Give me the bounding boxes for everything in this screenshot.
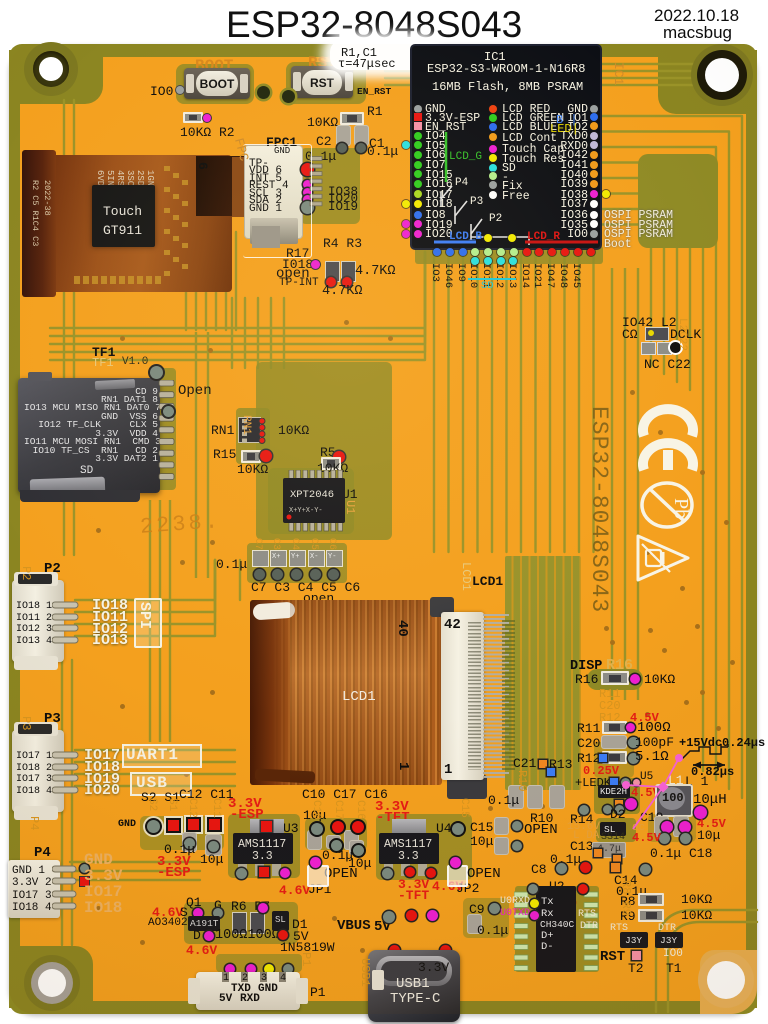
svg-text:5INT: 5INT — [105, 170, 115, 192]
svg-text:X+Y+X-Y-: X+Y+X-Y- — [289, 507, 323, 515]
svg-text:Pb: Pb — [670, 498, 692, 519]
svg-text:6VDD: 6VDD — [95, 170, 105, 192]
svg-text:4RST: 4RST — [115, 170, 125, 192]
svg-text:XPT2046: XPT2046 — [290, 489, 334, 501]
svg-text:1GND: 1GND — [145, 170, 155, 192]
svg-text:2SDA: 2SDA — [135, 170, 145, 192]
svg-text:3SCL: 3SCL — [125, 170, 135, 192]
